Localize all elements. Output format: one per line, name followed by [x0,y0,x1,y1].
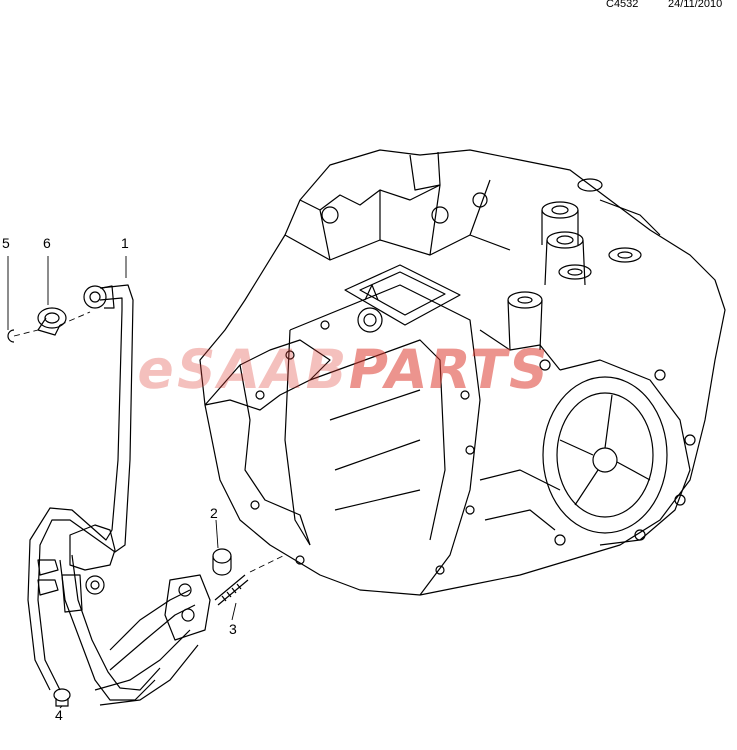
diagram-header: C4532 24/11/2010 [0,0,737,14]
diagram-date: 24/11/2010 [668,0,723,10]
callout-3: 3 [229,621,237,637]
clip-part-5 [7,329,15,343]
callout-6: 6 [43,235,51,251]
bolt-part-4 [53,688,71,707]
torque-converter-housing [539,359,696,546]
plug-part-2 [212,548,232,576]
watermark-saab: SAAB [171,338,354,401]
housing-bosses [507,178,661,351]
callout-5: 5 [2,235,10,251]
watermark: eSAABPARTS [132,338,555,401]
leader-lines [7,256,286,709]
stud-part-3 [214,574,249,606]
watermark-parts: PARTS [342,338,556,401]
callout-1: 1 [121,235,129,251]
callout-2: 2 [210,505,218,521]
oil-cooler-pipes [27,284,211,706]
callout-4: 4 [55,707,63,723]
transmission-housing [199,149,726,596]
seal-part-6 [37,307,67,336]
diagram-code: C4532 [606,0,639,10]
flange-bolts [250,320,475,575]
